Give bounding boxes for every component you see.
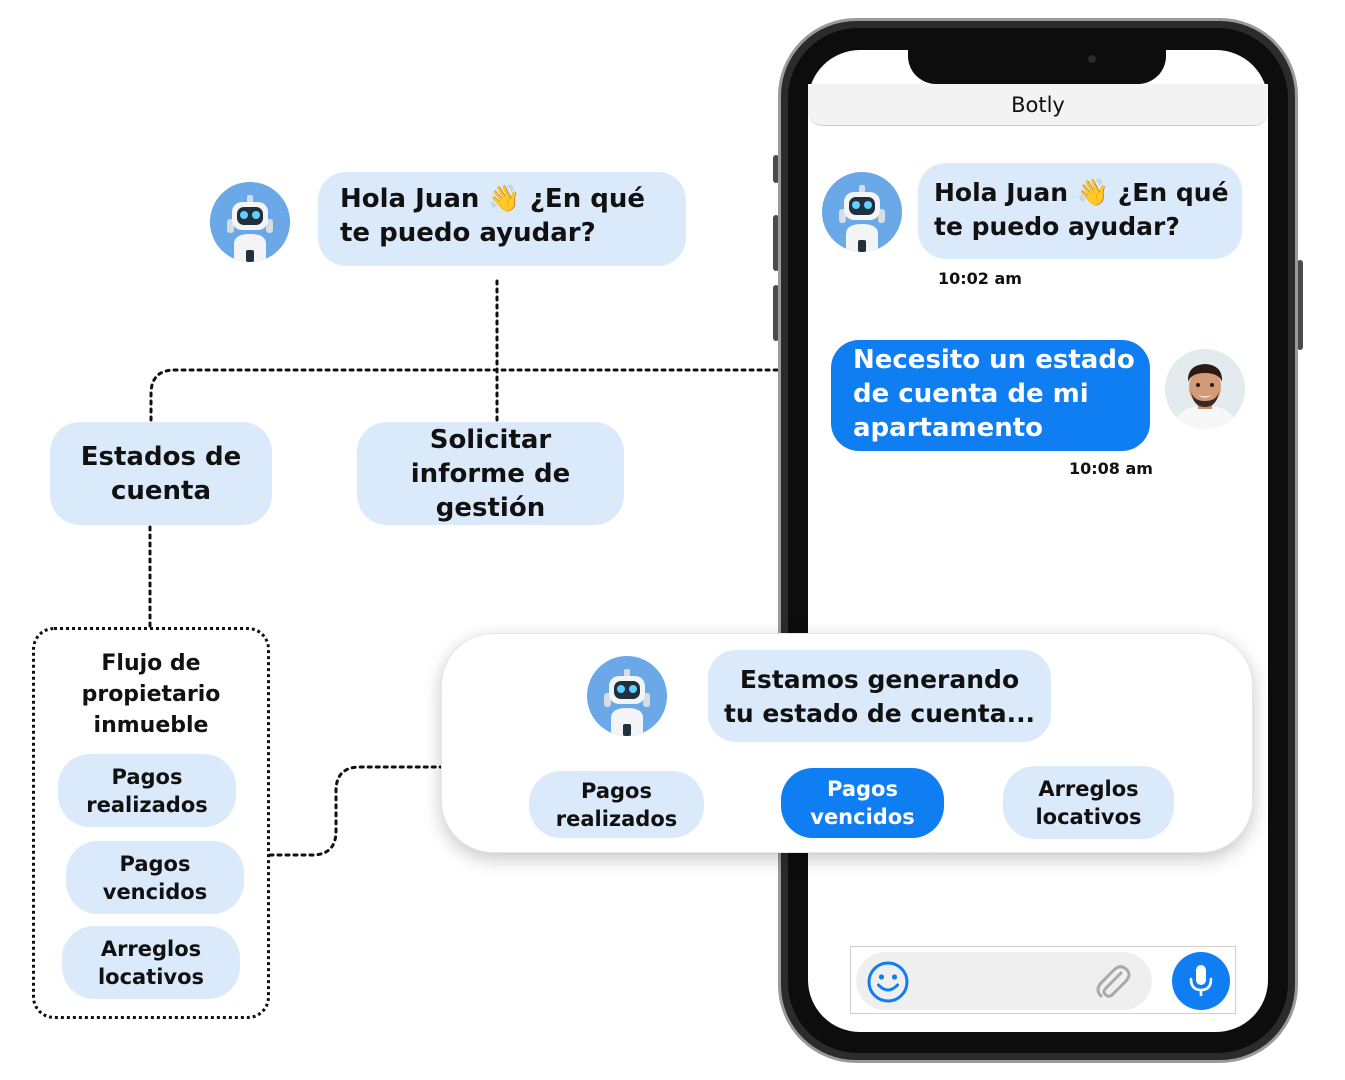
- flow-item-overdue-label: Pagos vencidos: [102, 851, 208, 904]
- phone-power-button: [1297, 260, 1303, 350]
- connector-branch-horizontal: [149, 368, 780, 422]
- robot-icon: [210, 182, 290, 262]
- user-avatar: [1165, 349, 1245, 429]
- paperclip-icon[interactable]: [1094, 962, 1132, 1002]
- greeting-text-1: Hola Juan: [340, 184, 489, 214]
- waving-hand-icon: 👋: [1076, 178, 1110, 208]
- phone-notch: [908, 46, 1166, 84]
- card-chip-repairs-label: Arreglos locativos: [1035, 776, 1142, 829]
- card-chip-repairs[interactable]: Arreglos locativos: [1003, 766, 1174, 839]
- robot-icon: [587, 656, 667, 736]
- chat-bot-message: Hola Juan 👋 ¿En qué te puedo ayudar?: [918, 163, 1242, 259]
- chat-bot-text-1: Hola Juan: [934, 178, 1077, 207]
- user-photo-icon: [1165, 349, 1245, 429]
- chat-bot-timestamp: 10:02 am: [938, 269, 1022, 288]
- connector-flow-to-card: [268, 765, 443, 857]
- smiley-icon[interactable]: [866, 960, 910, 1004]
- card-bot-text: Estamos generando tu estado de cuenta...: [723, 665, 1036, 728]
- card-bot-avatar: [587, 656, 667, 736]
- chat-user-timestamp: 10:08 am: [1069, 459, 1153, 478]
- flow-item-repairs[interactable]: Arreglos locativos: [62, 926, 240, 999]
- chat-bot-avatar: [822, 172, 902, 252]
- chat-user-message: Necesito un estado de cuenta de mi apart…: [831, 340, 1150, 451]
- chat-user-text: Necesito un estado de cuenta de mi apart…: [853, 345, 1135, 443]
- option-report-label: Solicitar informe de gestión: [410, 424, 571, 523]
- card-chip-overdue-label: Pagos vencidos: [810, 777, 915, 829]
- owner-flow-box: [32, 627, 270, 1019]
- microphone-button[interactable]: [1172, 952, 1230, 1010]
- card-bot-message: Estamos generando tu estado de cuenta...: [708, 650, 1051, 742]
- card-chip-paid-label: Pagos realizados: [555, 778, 678, 831]
- card-chip-paid[interactable]: Pagos realizados: [529, 771, 704, 838]
- chat-header: Botly: [808, 84, 1268, 126]
- option-statements[interactable]: Estados de cuenta: [50, 422, 272, 525]
- microphone-icon: [1189, 965, 1213, 996]
- option-statements-label: Estados de cuenta: [80, 441, 242, 506]
- robot-icon: [822, 172, 902, 252]
- phone-volume-down: [773, 285, 779, 341]
- phone-volume-up: [773, 215, 779, 271]
- flow-item-overdue[interactable]: Pagos vencidos: [66, 841, 244, 914]
- flow-item-paid-label: Pagos realizados: [86, 764, 208, 817]
- phone-side-button: [773, 155, 779, 183]
- card-chip-overdue[interactable]: Pagos vencidos: [781, 768, 944, 838]
- greeting-text-2: ¿En qué te puedo ayudar?: [340, 184, 646, 248]
- waving-hand-icon: 👋: [488, 184, 521, 214]
- chat-bot-text-2: ¿En qué te puedo ayudar?: [934, 178, 1229, 241]
- owner-flow-title: Flujo de propietario inmueble: [81, 651, 221, 738]
- chat-header-title: Botly: [1011, 92, 1065, 117]
- camera-icon: [1088, 55, 1096, 63]
- flow-item-paid[interactable]: Pagos realizados: [58, 754, 236, 827]
- option-report[interactable]: Solicitar informe de gestión: [357, 422, 624, 525]
- bot-avatar: [210, 182, 290, 262]
- flow-item-repairs-label: Arreglos locativos: [97, 936, 205, 989]
- diagram-greeting-bubble: Hola Juan 👋 ¿En qué te puedo ayudar?: [318, 172, 686, 266]
